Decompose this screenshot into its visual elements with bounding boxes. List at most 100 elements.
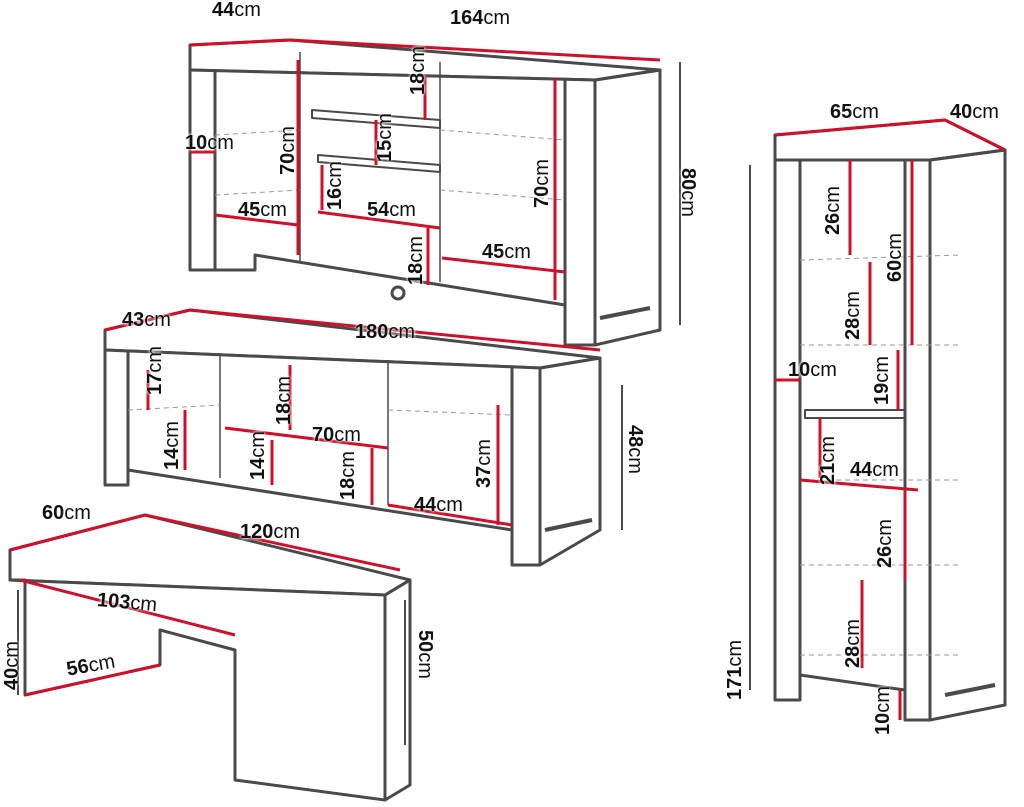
dimension-value: 10 xyxy=(185,132,208,154)
dimension-unit: cm xyxy=(414,652,436,679)
sideboard-dimension-label: 70cm xyxy=(277,126,299,175)
sideboard-dimension-label: 10cm xyxy=(185,133,234,153)
tall-cabinet-dimension-label: 44cm xyxy=(850,460,899,480)
dimension-value: 48 xyxy=(624,425,646,448)
dimension-value: 103 xyxy=(96,589,132,614)
coffee-table-dimension-label: 103cm xyxy=(96,589,158,616)
tall-cabinet-dimension-label: 40cm xyxy=(950,102,999,122)
dimension-value: 21 xyxy=(817,462,839,485)
coffee-table-outline xyxy=(8,513,412,802)
dimension-value: 18 xyxy=(405,262,427,285)
dimension-unit: cm xyxy=(64,502,91,524)
sideboard-dimension-label: 45cm xyxy=(482,242,531,262)
dimension-unit: cm xyxy=(972,101,999,123)
dimension-unit: cm xyxy=(277,126,299,153)
sideboard-dimension-label: 18cm xyxy=(407,46,429,95)
tv-unit-dimension-label: 14cm xyxy=(247,431,269,480)
dimension-unit: cm xyxy=(407,46,429,73)
tall-cabinet-dimension-label: 65cm xyxy=(830,102,879,122)
dimension-unit: cm xyxy=(374,113,396,140)
dimension-value: 37 xyxy=(473,465,495,488)
dimension-value: 26 xyxy=(874,545,896,568)
sideboard-dimension-label: 16cm xyxy=(324,161,346,210)
tall-cabinet-dimension-label: 26cm xyxy=(874,519,896,568)
tv-unit-dimension-label: 37cm xyxy=(473,439,495,488)
tall-cabinet-dimension-label: 26cm xyxy=(822,186,844,235)
dimension-value: 60 xyxy=(42,502,65,524)
dimension-unit: cm xyxy=(817,436,839,463)
dimension-value: 28 xyxy=(842,317,864,340)
dimension-value: 50 xyxy=(414,630,436,653)
dimension-unit: cm xyxy=(388,321,416,343)
dimension-unit: cm xyxy=(324,161,346,188)
dimension-unit: cm xyxy=(677,190,699,217)
dimension-value: 45 xyxy=(238,199,261,221)
dimension-value: 60 xyxy=(884,259,906,282)
dimension-unit: cm xyxy=(86,650,117,677)
dimension-value: 171 xyxy=(724,666,746,700)
dimension-value: 18 xyxy=(273,402,295,425)
tall-cabinet-dimension-label: 10cm xyxy=(872,686,894,735)
dimension-unit: cm xyxy=(405,236,427,263)
tv-unit-dimension-label: 18cm xyxy=(337,451,359,500)
dimension-unit: cm xyxy=(624,447,646,474)
sideboard-dimension-label: 18cm xyxy=(405,236,427,285)
dimension-value: 40 xyxy=(1,667,23,690)
dimension-value: 15 xyxy=(374,139,396,162)
tall-cabinet-dimension-label: 60cm xyxy=(884,233,906,282)
dimension-value: 10 xyxy=(872,712,894,735)
dimension-unit: cm xyxy=(872,686,894,713)
dimension-value: 43 xyxy=(122,309,145,331)
dimension-unit: cm xyxy=(884,233,906,260)
dimension-value: 19 xyxy=(871,382,893,405)
tall-cabinet-dimension-label: 28cm xyxy=(842,619,864,668)
dimension-value: 40 xyxy=(950,101,973,123)
dimension-value: 28 xyxy=(842,645,864,668)
dimension-lines xyxy=(9,38,1006,745)
dimension-unit: cm xyxy=(337,451,359,478)
dimension-unit: cm xyxy=(273,521,301,543)
dimension-unit: cm xyxy=(724,639,746,667)
tv-unit-dimension-label: 180cm xyxy=(355,322,415,342)
dimension-value: 70 xyxy=(531,185,553,208)
dimension-unit: cm xyxy=(473,439,495,466)
dimension-value: 54 xyxy=(367,199,390,221)
dimension-unit: cm xyxy=(207,132,234,154)
dimension-value: 45 xyxy=(482,241,505,263)
dimension-unit: cm xyxy=(483,7,511,29)
dimension-unit: cm xyxy=(161,421,183,448)
dimension-unit: cm xyxy=(436,494,463,516)
dimension-unit: cm xyxy=(872,459,899,481)
dimension-value: 70 xyxy=(312,424,335,446)
tall-cabinet-dimension-label: 28cm xyxy=(842,291,864,340)
dimension-unit: cm xyxy=(504,241,531,263)
dimension-value: 120 xyxy=(240,521,274,543)
tv-unit-dimension-label: 18cm xyxy=(273,376,295,425)
dimension-unit: cm xyxy=(144,309,171,331)
tv-unit-dimension-label: 43cm xyxy=(122,310,171,330)
sideboard-dimension-label: 45cm xyxy=(238,200,287,220)
dimension-value: 65 xyxy=(830,101,853,123)
dimension-unit: cm xyxy=(531,159,553,186)
dimension-unit: cm xyxy=(389,199,416,221)
tall-cabinet-outline xyxy=(773,118,1007,722)
dimension-unit: cm xyxy=(144,346,166,373)
dimension-unit: cm xyxy=(874,519,896,546)
dimension-value: 26 xyxy=(822,212,844,235)
dimension-value: 16 xyxy=(324,187,346,210)
coffee-table-dimension-label: 50cm xyxy=(414,630,436,679)
dimension-value: 10 xyxy=(788,359,811,381)
dimension-value: 18 xyxy=(407,72,429,95)
dimension-unit: cm xyxy=(1,641,23,668)
dimension-unit: cm xyxy=(842,619,864,646)
dimension-value: 44 xyxy=(212,0,235,21)
dimension-unit: cm xyxy=(334,424,361,446)
dimension-value: 44 xyxy=(850,459,873,481)
tv-unit-dimension-label: 44cm xyxy=(414,495,463,515)
tall-cabinet-dimension-label: 171cm xyxy=(724,639,746,700)
sideboard-dimension-label: 164cm xyxy=(450,8,510,28)
tall-cabinet-dimension-label: 19cm xyxy=(871,356,893,405)
dimension-value: 18 xyxy=(337,477,359,500)
sideboard-dimension-label: 44cm xyxy=(212,0,261,20)
